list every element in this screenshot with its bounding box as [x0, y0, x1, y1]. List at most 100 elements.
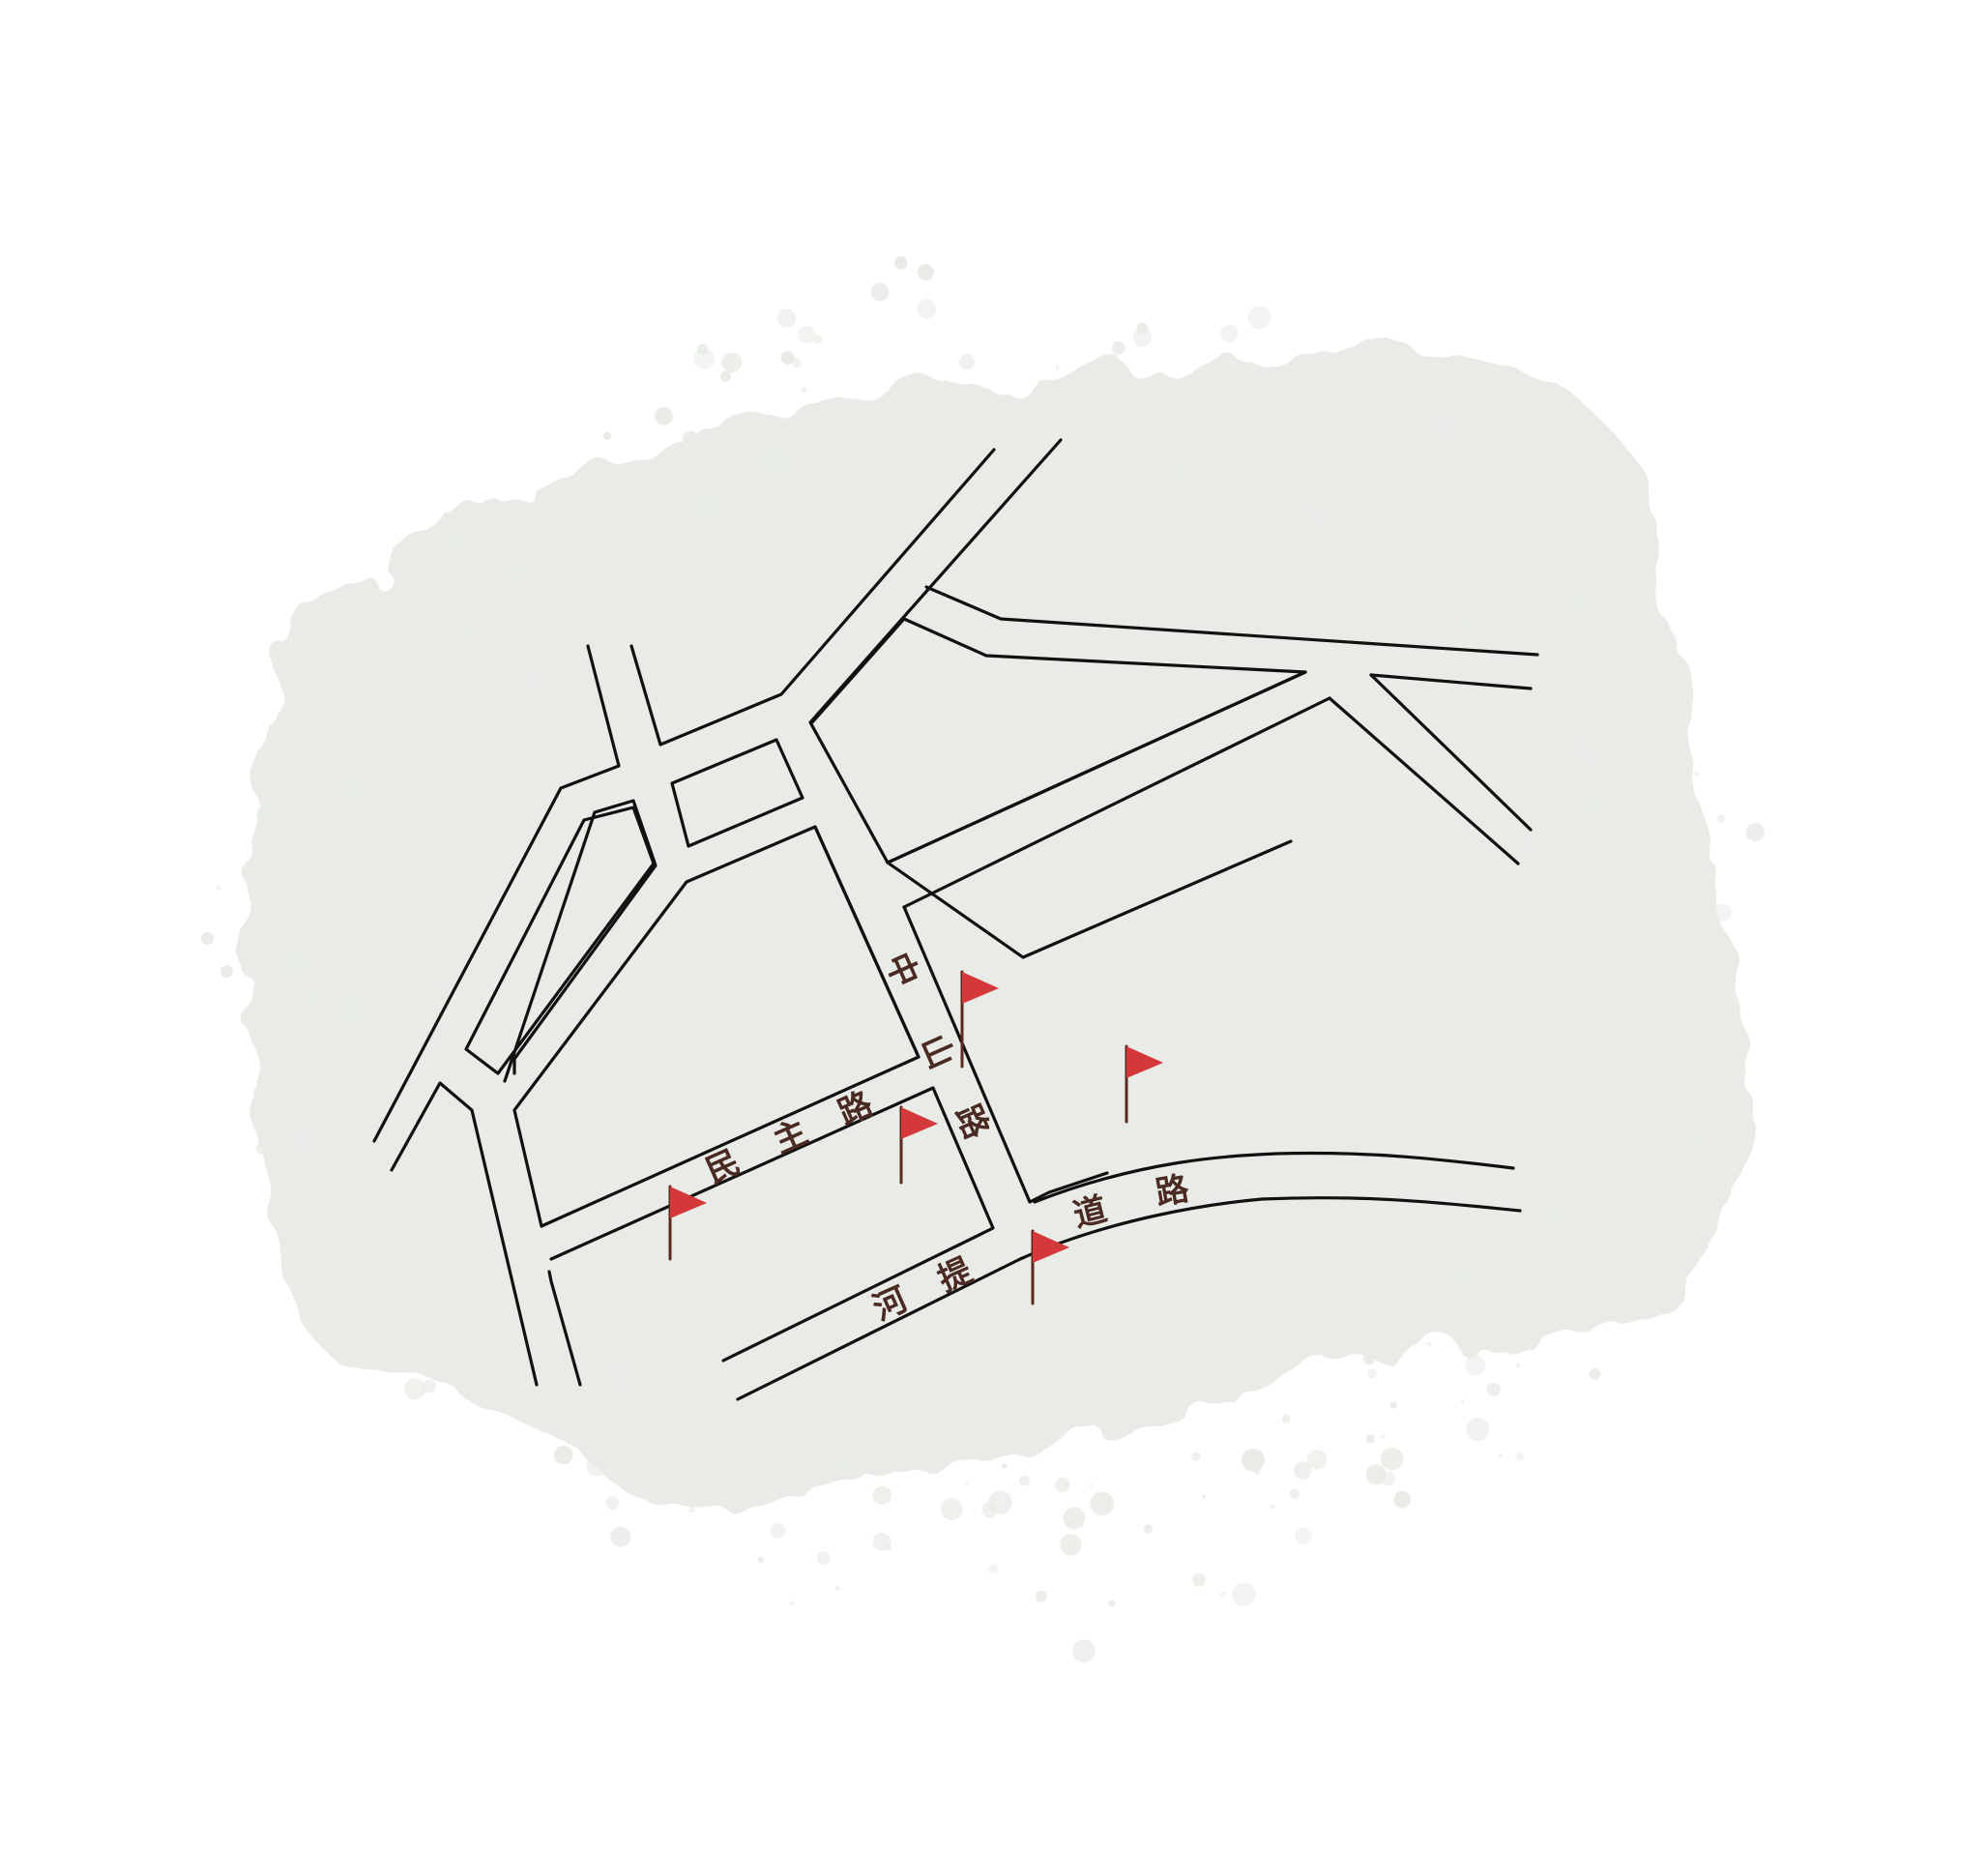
red-flag-icon[interactable] — [668, 1185, 707, 1261]
watercolor-speckle — [1108, 1599, 1116, 1607]
watercolor-speckle — [1650, 970, 1666, 985]
watercolor-speckle — [427, 931, 443, 948]
watercolor-speckle — [404, 1378, 426, 1400]
road-east-diagonal-lower — [1328, 696, 1520, 865]
watercolor-speckle — [511, 561, 529, 580]
red-flag-icon[interactable] — [899, 1105, 938, 1185]
road-west-outer-right-2 — [503, 799, 658, 1083]
watercolor-speckle — [988, 1564, 999, 1574]
watercolor-speckle — [467, 1219, 482, 1235]
watercolor-speckle — [310, 993, 319, 1003]
watercolor-speckle — [1536, 816, 1560, 839]
watercolor-speckle — [1502, 708, 1516, 722]
watercolor-speckle — [688, 1507, 695, 1513]
watercolor-speckle — [1527, 1185, 1541, 1199]
watercolor-speckle — [1561, 1011, 1575, 1026]
watercolor-speckle — [1519, 835, 1535, 851]
watercolor-speckle — [458, 754, 466, 762]
block-west-inner — [464, 806, 656, 1075]
watercolor-speckle — [1194, 486, 1212, 504]
hedi-road-label-4: 路 — [1153, 1169, 1192, 1213]
watercolor-speckle — [1694, 772, 1700, 777]
watercolor-speckle — [798, 325, 816, 344]
block-north-small — [670, 738, 804, 848]
watercolor-speckle — [1362, 1353, 1376, 1365]
road-east-diagonal-upper — [1369, 673, 1533, 832]
watercolor-speckle — [1480, 601, 1497, 617]
watercolor-speckle — [1499, 1289, 1510, 1301]
watercolor-speckle — [393, 888, 415, 910]
watercolor-speckle — [685, 551, 700, 568]
watercolor-speckle — [1591, 906, 1611, 926]
watercolor-speckle — [1173, 464, 1187, 478]
watercolor-speckle — [1359, 406, 1376, 423]
watercolor-speckle — [1602, 714, 1623, 734]
watercolor-speckle — [1191, 1451, 1201, 1462]
watercolor-speckle — [602, 431, 612, 440]
watercolor-speckle — [961, 411, 980, 431]
watercolor-speckle — [616, 1392, 637, 1413]
watercolor-speckle — [1536, 958, 1545, 967]
watercolor-speckle — [1655, 1045, 1678, 1067]
watercolor-speckle — [463, 626, 469, 631]
watercolor-speckle — [801, 387, 807, 393]
watercolor-speckle — [1072, 1639, 1096, 1663]
watercolor-speckle — [1580, 1101, 1584, 1105]
red-flag-icon[interactable] — [960, 970, 999, 1069]
watercolor-speckle — [446, 534, 462, 550]
watercolor-speckle — [1580, 753, 1595, 769]
watercolor-speckle — [1621, 987, 1634, 1001]
watercolor-speckle — [1532, 763, 1540, 772]
watercolor-speckle — [1282, 505, 1302, 525]
watercolor-speckle — [964, 1480, 969, 1485]
watercolor-speckle — [601, 1422, 624, 1445]
watercolor-speckle — [1524, 1127, 1538, 1141]
watercolor-speckle — [1396, 612, 1418, 634]
watercolor-speckle — [1281, 1414, 1291, 1423]
watercolor-speckle — [309, 888, 322, 899]
watercolor-speckle — [328, 801, 342, 814]
watercolor-speckle — [872, 1485, 892, 1505]
watercolor-speckle — [958, 353, 976, 370]
watercolor-speckle — [1463, 620, 1469, 626]
watercolor-speckle — [1063, 1507, 1086, 1530]
watercolor-speckle — [489, 1377, 500, 1389]
watercolor-speckle — [1192, 1572, 1206, 1587]
watercolor-speckle — [1530, 1099, 1539, 1108]
watercolor-speckle — [1408, 488, 1416, 496]
watercolor-speckle — [1001, 1463, 1008, 1469]
road-north-crossing — [886, 670, 1307, 865]
watercolor-speckle — [431, 1368, 441, 1378]
watercolor-speckle — [595, 529, 602, 538]
watercolor-speckle — [641, 1413, 656, 1427]
watercolor-speckle — [445, 1014, 466, 1036]
zhongshan-road-east-edge — [902, 905, 1109, 1204]
watercolor-speckle — [898, 431, 909, 442]
watercolor-speckle — [789, 1600, 795, 1606]
watercolor-speckle — [1418, 1276, 1438, 1297]
watercolor-speckle — [1220, 1592, 1227, 1598]
watercolor-speckle — [791, 1425, 803, 1437]
watercolor-speckle — [1381, 1435, 1386, 1439]
watercolor-speckle — [1225, 459, 1230, 464]
watercolor-speckle — [291, 1125, 314, 1148]
red-flag-icon[interactable] — [1125, 1044, 1163, 1124]
watercolor-speckle — [1425, 536, 1429, 540]
watercolor-speckle — [1090, 1491, 1114, 1516]
watercolor-speckle — [480, 1134, 493, 1148]
watercolor-speckle — [844, 435, 848, 439]
watercolor-speckle — [1644, 1066, 1659, 1081]
red-flag-icon[interactable] — [1031, 1229, 1069, 1305]
watercolor-speckle — [201, 931, 215, 945]
watercolor-speckle — [811, 481, 821, 489]
watercolor-speckle — [551, 612, 565, 626]
watercolor-speckle — [455, 815, 462, 822]
watercolor-speckle — [1468, 575, 1472, 580]
watercolor-speckle — [1506, 545, 1527, 567]
watercolor-speckle — [365, 611, 386, 632]
watercolor-speckle — [1506, 1332, 1510, 1335]
watercolor-speckle — [370, 1071, 377, 1077]
watercolor-speckle — [693, 348, 716, 369]
road-east-connector — [902, 696, 1331, 909]
watercolor-speckle — [816, 1551, 831, 1565]
